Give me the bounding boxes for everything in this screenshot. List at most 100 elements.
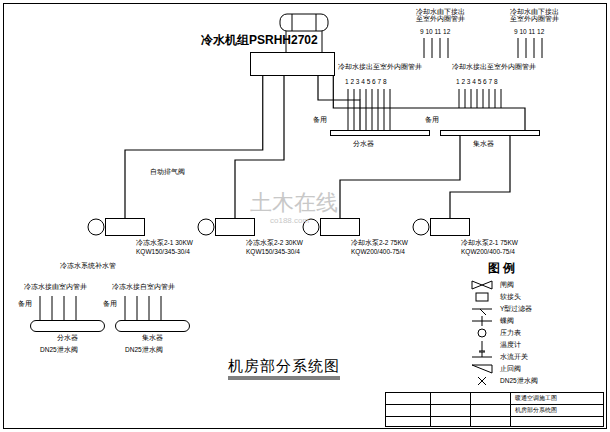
title-underline [228, 377, 340, 378]
legend-text: 闸阀 [500, 281, 514, 288]
spare-label: 备用 [18, 300, 32, 307]
watermark-holder: 土木在线 [250, 190, 338, 215]
legend-text-holder: 软接头 [500, 293, 521, 300]
pump-label: 冷却水泵2-2 75KW [351, 239, 408, 246]
callout-number-holder: 9 10 11 12 [514, 28, 544, 35]
title-block-cell-holder: 暖通空调施工图 [515, 395, 557, 402]
legend-text-holder: 温度计 [500, 341, 521, 348]
legend-heading: 图 例 [488, 262, 515, 276]
legend-text-holder: 闸阀 [500, 281, 514, 288]
title-underline [228, 379, 340, 380]
pipe-note-holder: 冷却水接出至室外内圈管井 [338, 63, 422, 70]
legend-text-holder: DN25泄水阀 [500, 377, 538, 384]
branch-pipe [40, 38, 542, 320]
pump-motor: 冷冻水泵2-1 30KWKQW150/345-30/4 [105, 218, 145, 236]
drawing-title-holder: 机房部分系统图 [228, 357, 340, 374]
unit-title-holder: 冷水机组PSRHH2702 [201, 34, 318, 48]
pump-model: KQW150/345-30/4 [136, 248, 190, 255]
pipe-note: 冷冻水接由室内管井 [24, 283, 87, 290]
valve-label-holder: DN25泄水阀 [125, 346, 163, 353]
pump-label-holder: 冷冻水泵2-1 30KW [136, 239, 193, 246]
pipe-line [125, 76, 263, 218]
header-vessel: 集水器 [115, 320, 190, 332]
pump-model: KQW200/400-75/4 [461, 248, 515, 255]
pipe-note-holder: 冷冻水接由室内管井 [24, 283, 87, 290]
pipe-note-holder: 冷却水接出至室外内圈管井 [452, 63, 536, 70]
spare-label: 备用 [425, 116, 439, 123]
callout-number: 1 2 3 4 5 6 7 8 [345, 78, 387, 85]
pump-model: KQW150/345-30/4 [246, 248, 300, 255]
header-label-holder: 分水器 [57, 334, 78, 341]
pump-model-holder: KQW150/345-30/4 [136, 248, 190, 255]
frame [4, 4, 607, 429]
header-pipe: 集水器 [440, 130, 540, 136]
title-block-cell: 机房部分系统图 [515, 407, 557, 414]
unit-title: 冷水机组PSRHH2702 [201, 34, 318, 48]
drawing-title: 机房部分系统图 [228, 357, 340, 374]
valve-label: DN25泄水阀 [40, 346, 78, 353]
callout-number-holder: 9 10 11 12 [420, 28, 450, 35]
pump-label-holder: 冷却水泵2-1 75KW [461, 239, 518, 246]
header-label: 分水器 [57, 334, 78, 341]
pump-model-holder: KQW150/345-30/4 [246, 248, 300, 255]
pipe-note: 冷却水接出至室外内圈管井 [452, 63, 536, 70]
header-label-holder: 分水器 [353, 140, 374, 147]
pipe-note-holder: 冷却水由下接出至室外内圈管井 [510, 8, 560, 23]
header-pipe: 分水器 [330, 130, 430, 136]
callout-number-holder: 1 2 3 4 5 6 7 8 [345, 78, 387, 85]
pipe-note-holder: 冷冻水系统补水管 [60, 262, 116, 269]
legend-text: 温度计 [500, 341, 521, 348]
header-label-holder: 集水器 [142, 334, 163, 341]
pipe-line [340, 136, 460, 218]
legend-text: 压力表 [500, 329, 521, 336]
legend-heading-holder: 图 例 [488, 262, 515, 276]
pipe-note: 冷却水接出至室外内圈管井 [338, 63, 422, 70]
pipe-note: 自动排气阀 [150, 168, 185, 175]
pipe-note-holder: 冷却水由下接出至室外内圈管井 [416, 8, 466, 23]
header-label: 分水器 [353, 140, 374, 147]
pipe-note: 冷冻水接自室内管井 [112, 283, 175, 290]
legend-text-holder: 蝶阀 [500, 317, 514, 324]
spare-label-holder: 备用 [425, 116, 439, 123]
legend-text-holder: 水流开关 [500, 353, 528, 360]
legend-text: 止回阀 [500, 365, 521, 372]
title-block [385, 392, 604, 427]
callout-number: 9 10 11 12 [420, 28, 450, 35]
spare-label-holder: 备用 [313, 116, 327, 123]
legend-text-holder: 压力表 [500, 329, 521, 336]
pipe-note: 冷却水由下接出至室外内圈管井 [416, 8, 466, 23]
pump-label-holder: 冷却水泵2-2 75KW [351, 239, 408, 246]
pipe-line [450, 136, 510, 218]
header-label-holder: 集水器 [473, 140, 494, 147]
pipe-note-holder: 自动排气阀 [150, 168, 185, 175]
legend-text: Y型过滤器 [500, 305, 532, 312]
header-label: 集水器 [473, 140, 494, 147]
legend-text: DN25泄水阀 [500, 377, 538, 384]
pipe-note: 冷却水由下接出至室外内圈管井 [510, 8, 560, 23]
pump-model: KQW200/400-75/4 [351, 248, 405, 255]
pump-motor: 冷冻水泵2-2 30KWKQW150/345-30/4 [215, 218, 255, 236]
pump-motor: 冷却水泵2-1 75KWKQW200/400-75/4 [430, 218, 470, 236]
watermark-holder: co188.com [270, 216, 309, 225]
pump-label-holder: 冷冻水泵2-2 30KW [246, 239, 303, 246]
legend-text: 蝶阀 [500, 317, 514, 324]
pump-model-holder: KQW200/400-75/4 [461, 248, 515, 255]
header-vessel: 分水器 [30, 320, 105, 332]
callout-number-holder: 1 2 3 4 5 6 7 8 [456, 78, 498, 85]
spare-label: 备用 [103, 300, 117, 307]
spare-label: 备用 [313, 116, 327, 123]
legend-text-holder: Y型过滤器 [500, 305, 532, 312]
pipe-line [333, 76, 525, 130]
pump-label: 冷却水泵2-1 75KW [461, 239, 518, 246]
pipe-note: 冷冻水系统补水管 [60, 262, 116, 269]
spare-label-holder: 备用 [103, 300, 117, 307]
title-block-cell: 暖通空调施工图 [515, 395, 557, 402]
pump-label: 冷冻水泵2-2 30KW [246, 239, 303, 246]
title-block-cell-holder: 机房部分系统图 [515, 407, 557, 414]
valve-label: DN25泄水阀 [125, 346, 163, 353]
watermark: co188.com [270, 216, 309, 225]
legend-symbol [472, 281, 492, 385]
valve-label-holder: DN25泄水阀 [40, 346, 78, 353]
pump-symbol [88, 219, 429, 235]
legend-text: 水流开关 [500, 353, 528, 360]
